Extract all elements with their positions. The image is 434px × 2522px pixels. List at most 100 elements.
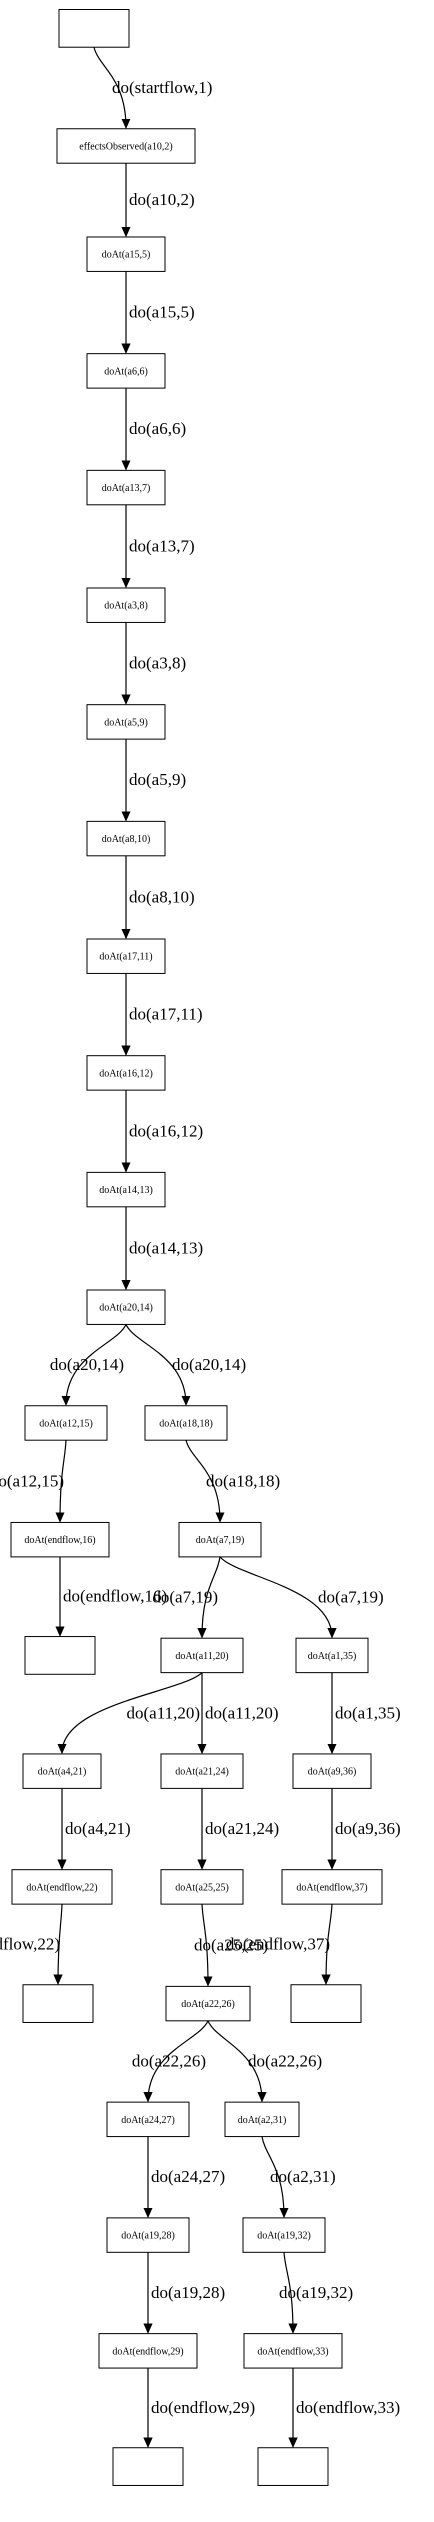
edge-arrow xyxy=(125,1324,186,1404)
edge-label: do(a25,25) xyxy=(194,1935,268,1954)
edge-label: do(a11,20) xyxy=(205,1703,279,1722)
node-terminal xyxy=(290,1984,362,2023)
node-box xyxy=(290,1984,362,2023)
node-label: effectsObserved(a10,2) xyxy=(79,141,172,152)
edge-label: do(endflow,29) xyxy=(151,2398,255,2417)
edge-arrow xyxy=(148,2020,209,2101)
edge-arrow xyxy=(202,1556,221,1637)
node-terminal xyxy=(58,8,130,48)
edge-label: do(a1,35) xyxy=(335,1703,401,1722)
edge-label: do(a18,18) xyxy=(206,1471,280,1490)
node-doat-a8-10: doAt(a8,10) xyxy=(86,820,166,857)
node-box xyxy=(24,1405,108,1441)
node-doat-a17-11: doAt(a17,11) xyxy=(86,938,166,974)
edges-layer xyxy=(58,47,332,2447)
node-doat-a15-5: doAt(a15,5) xyxy=(86,236,166,272)
edge-label: do(a9,36) xyxy=(335,1819,401,1838)
edge-label: do(a13,7) xyxy=(129,536,195,555)
node-doat-a13-7: doAt(a13,7) xyxy=(86,469,166,506)
edge-arrow xyxy=(219,1556,332,1637)
node-box xyxy=(11,1869,113,1905)
node-box xyxy=(86,1171,166,1208)
node-label: doAt(a18,18) xyxy=(159,1418,213,1429)
node-label: doAt(a17,11) xyxy=(99,952,152,963)
edge-arrow xyxy=(66,1324,127,1404)
node-label: doAt(a19,28) xyxy=(121,2231,175,2242)
edge-label: do(a16,12) xyxy=(129,1121,203,1140)
node-box xyxy=(22,1984,94,2023)
node-box xyxy=(160,1869,244,1905)
node-box xyxy=(243,2333,343,2369)
edge-label: do(a12,15) xyxy=(0,1471,64,1490)
node-box xyxy=(86,938,166,974)
node-doat-endflow-29: doAt(endflow,29) xyxy=(98,2333,198,2369)
node-doat-a12-15: doAt(a12,15) xyxy=(24,1405,108,1441)
node-box xyxy=(10,1521,110,1558)
edge-label: do(a10,2) xyxy=(129,190,195,209)
node-label: doAt(a20,14) xyxy=(99,1303,153,1314)
node-doat-endflow-22: doAt(endflow,22) xyxy=(11,1869,113,1905)
node-doat-a6-6: doAt(a6,6) xyxy=(86,353,166,389)
node-label: doAt(endflow,29) xyxy=(112,2346,183,2357)
node-doat-a1-35: doAt(a1,35) xyxy=(295,1637,369,1674)
node-doat-a24-27: doAt(a24,27) xyxy=(106,2101,190,2138)
edge-arrow xyxy=(93,47,126,128)
node-label: doAt(a7,19) xyxy=(196,1535,245,1546)
node-box xyxy=(106,2101,190,2138)
node-label: doAt(a19,32) xyxy=(257,2231,311,2242)
edge-arrow xyxy=(283,2252,293,2332)
node-label: doAt(a3,8) xyxy=(104,601,148,612)
node-box xyxy=(86,1055,166,1091)
node-doat-a25-25: doAt(a25,25) xyxy=(160,1869,244,1905)
node-doat-a19-32: doAt(a19,32) xyxy=(242,2217,326,2253)
node-doat-a21-24: doAt(a21,24) xyxy=(160,1753,244,1789)
edge-label: do(a6,6) xyxy=(129,419,186,438)
node-doat-a3-8: doAt(a3,8) xyxy=(86,587,166,623)
node-box xyxy=(56,128,196,164)
node-box xyxy=(86,1289,166,1325)
edge-label: do(startflow,1) xyxy=(112,78,212,97)
node-box xyxy=(86,469,166,506)
edge-label: do(a8,10) xyxy=(129,887,195,906)
node-doat-a14-13: doAt(a14,13) xyxy=(86,1171,166,1208)
node-label: doAt(a13,7) xyxy=(102,483,151,494)
node-doat-a16-12: doAt(a16,12) xyxy=(86,1055,166,1091)
node-box xyxy=(165,1985,251,2022)
edge-arrow xyxy=(58,1904,62,1984)
edge-label: do(a7,19) xyxy=(318,1588,384,1607)
edge-label: do(a17,11) xyxy=(129,1005,203,1024)
node-box xyxy=(281,1869,383,1905)
node-label: doAt(a2,31) xyxy=(238,2115,287,2126)
node-label: doAt(a8,10) xyxy=(102,834,151,845)
edge-label: do(endflow,33) xyxy=(296,2398,400,2417)
edge-arrow xyxy=(326,1904,333,1984)
node-label: doAt(a16,12) xyxy=(99,1068,153,1079)
node-terminal xyxy=(24,1636,96,1675)
node-label: doAt(a12,15) xyxy=(39,1418,93,1429)
edge-label: do(endflow,16) xyxy=(63,1587,167,1606)
node-terminal xyxy=(22,1984,94,2023)
edge-label: do(a22,26) xyxy=(248,2051,322,2070)
node-doat-a4-21: doAt(a4,21) xyxy=(22,1753,102,1789)
node-label: doAt(a1,35) xyxy=(308,1651,357,1662)
node-label: doAt(a24,27) xyxy=(121,2115,175,2126)
node-label: doAt(a21,24) xyxy=(175,1767,229,1778)
edge-arrow xyxy=(185,1440,220,1521)
node-box xyxy=(224,2101,300,2138)
node-doat-endflow-33: doAt(endflow,33) xyxy=(243,2333,343,2369)
node-label: doAt(a14,13) xyxy=(99,1185,153,1196)
node-box xyxy=(292,1753,372,1789)
node-doat-a9-36: doAt(a9,36) xyxy=(292,1753,372,1789)
node-label: doAt(a9,36) xyxy=(308,1767,357,1778)
node-doat-endflow-16: doAt(endflow,16) xyxy=(10,1521,110,1558)
node-label: doAt(a5,9) xyxy=(104,717,148,728)
nodes-layer: effectsObserved(a10,2) doAt(a15,5) doAt(a6… xyxy=(10,8,383,2486)
node-doat-a5-9: doAt(a5,9) xyxy=(86,704,166,740)
node-box xyxy=(24,1636,96,1675)
node-label: doAt(a4,21) xyxy=(38,1767,87,1778)
node-label: doAt(a25,25) xyxy=(175,1882,229,1893)
node-box xyxy=(86,820,166,857)
edge-arrow xyxy=(261,2136,284,2217)
edge-label: do(a22,26) xyxy=(132,2051,206,2070)
node-box xyxy=(86,587,166,623)
